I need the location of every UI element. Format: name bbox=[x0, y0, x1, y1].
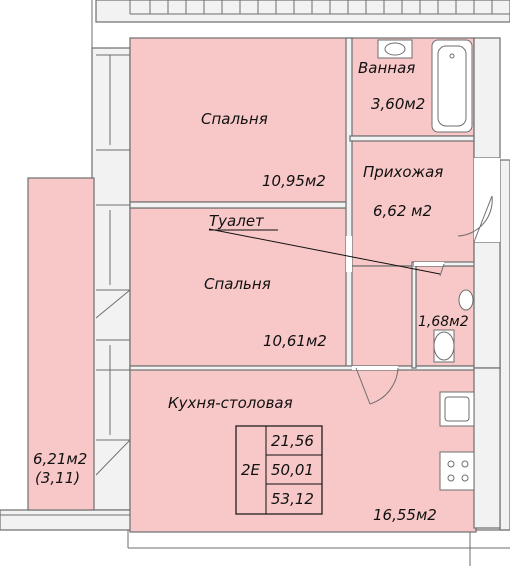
bathroom-name: Ванная bbox=[358, 59, 415, 77]
room-corridor bbox=[349, 265, 415, 367]
kitchen-sink-icon bbox=[439, 391, 475, 427]
hallway-name: Прихожая bbox=[363, 163, 443, 181]
right-wall bbox=[499, 159, 510, 531]
bedroom-2-area: 10,61м2 bbox=[263, 332, 327, 350]
bedroom-1-name: Спальня bbox=[201, 110, 268, 128]
room-balcony bbox=[27, 177, 95, 511]
area-summary-table bbox=[235, 425, 323, 515]
living-area-value: 21,56 bbox=[271, 432, 314, 450]
room-bedroom-1 bbox=[129, 37, 349, 203]
balcony-area-reduced: (3,11) bbox=[35, 469, 80, 487]
room-bedroom-2 bbox=[129, 207, 349, 367]
stove-icon bbox=[439, 451, 475, 491]
bathroom-area: 3,60м2 bbox=[371, 95, 425, 113]
kitchen-name: Кухня-столовая bbox=[168, 394, 293, 412]
toilet-name: Туалет bbox=[209, 212, 265, 230]
room-kitchen bbox=[129, 367, 477, 533]
interior-walls bbox=[129, 37, 501, 529]
bathtub-icon bbox=[431, 39, 473, 133]
bedroom-2-name: Спальня bbox=[204, 275, 271, 293]
rooms-count-label: 2Е bbox=[241, 461, 261, 479]
hallway-area: 6,62 м2 bbox=[373, 202, 432, 220]
toilet-sink-icon bbox=[458, 289, 474, 311]
sink-icon bbox=[377, 39, 413, 59]
top-wall-hatch bbox=[95, 0, 510, 23]
total-with-balcony-value: 53,12 bbox=[271, 490, 314, 508]
left-exterior-wall bbox=[91, 0, 131, 511]
kitchen-area: 16,55м2 bbox=[373, 506, 437, 524]
toilet-area: 1,68м2 bbox=[418, 314, 469, 330]
total-area-value: 50,01 bbox=[271, 461, 314, 479]
balcony-area: 6,21м2 bbox=[33, 450, 87, 468]
toilet-leader-line bbox=[208, 228, 441, 275]
doors bbox=[95, 158, 500, 476]
toilet-icon bbox=[433, 329, 455, 363]
bedroom-1-area: 10,95м2 bbox=[262, 172, 326, 190]
